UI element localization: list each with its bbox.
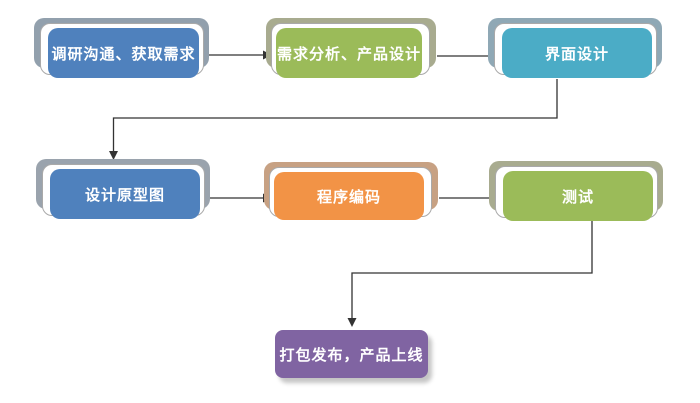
node-label: 需求分析、产品设计 (276, 44, 421, 63)
flow-node-coding: 程序编码 (264, 162, 438, 220)
flow-node-testing: 测试 (489, 161, 663, 221)
node-front-card: 调研沟通、获取需求 (48, 28, 199, 78)
node-label: 测试 (561, 187, 594, 206)
node-front-card: 需求分析、产品设计 (276, 28, 422, 78)
node-front-card: 程序编码 (274, 172, 424, 220)
arrowhead-icon (347, 318, 357, 327)
flow-node-research: 调研沟通、获取需求 (34, 18, 209, 78)
node-label: 程序编码 (316, 187, 381, 206)
connector-line-testing-to-release (351, 221, 593, 318)
node-label: 界面设计 (544, 44, 609, 63)
node-front-card: 设计原型图 (50, 169, 200, 219)
flow-node-release: 打包发布，产品上线 (275, 330, 428, 378)
node-front-card: 打包发布，产品上线 (275, 330, 428, 378)
node-front-card: 界面设计 (502, 28, 652, 78)
connector-line-ui-design-to-prototype (112, 79, 558, 151)
node-front-card: 测试 (503, 171, 653, 221)
flow-node-analysis: 需求分析、产品设计 (266, 18, 436, 78)
flow-node-prototype: 设计原型图 (36, 159, 210, 219)
node-label: 打包发布，产品上线 (279, 345, 424, 364)
node-label: 调研沟通、获取需求 (51, 44, 196, 63)
node-label: 设计原型图 (84, 185, 165, 204)
flow-node-ui-design: 界面设计 (488, 18, 662, 78)
